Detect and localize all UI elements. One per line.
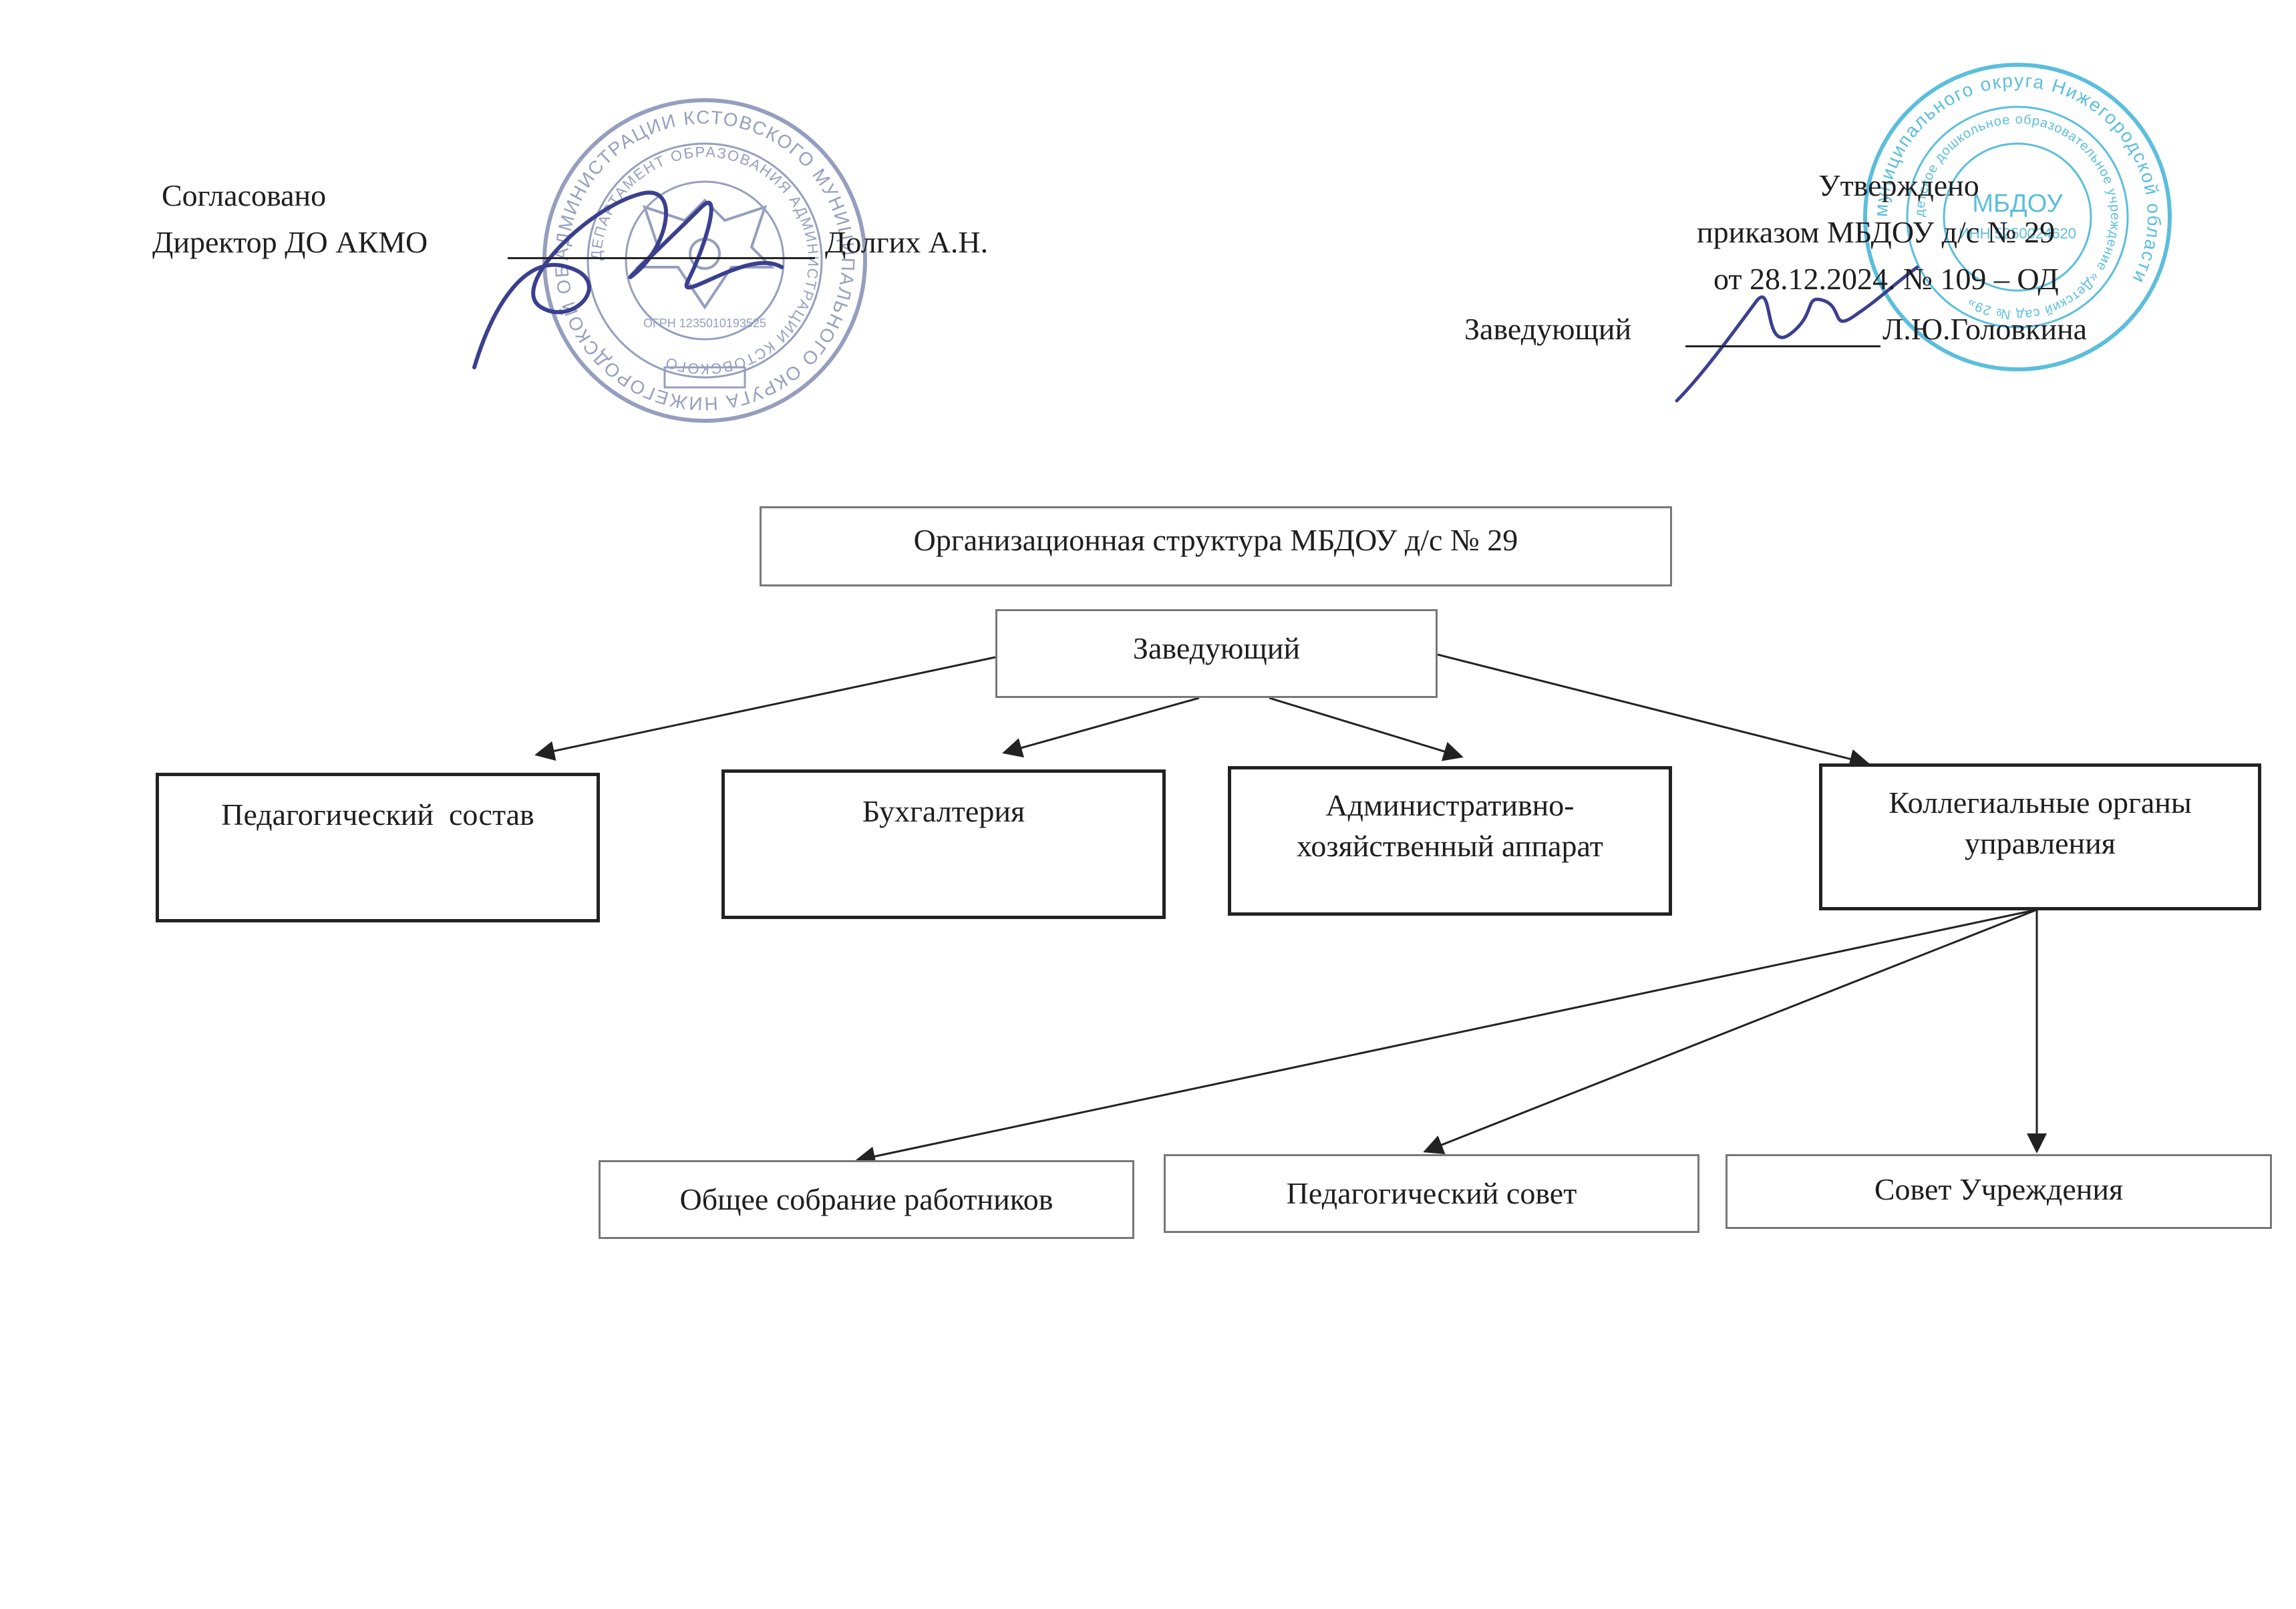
collegial-label: Совет Учреждения (1874, 1172, 2124, 1206)
director-name: Долгих А.Н. (825, 225, 989, 259)
director-signature (472, 190, 784, 369)
unit-box-admin-staff: Административно- хозяйственный аппарат (1228, 766, 1672, 916)
kindergarten-seal: муниципального округа Нижегородской обла… (1863, 63, 2172, 371)
unit-label: Бухгалтерия (862, 794, 1025, 828)
unit-label: Коллегиальные органы управления (1889, 785, 2192, 860)
department-seal: АДМИНИСТРАЦИИ КСТОВСКОГО МУНИЦИПАЛЬНОГО … (531, 87, 867, 423)
arrow-to-general-meeting (855, 908, 2037, 1167)
collegial-box-pedagogical-council: Педагогический совет (1164, 1154, 1699, 1233)
head-signature-line (1685, 345, 1880, 347)
order-line: приказом МБДОУ д/с № 29 (1697, 215, 2056, 249)
chart-title: Организационная структура МБДОУ д/с № 29 (913, 523, 1518, 557)
order-date: от 28.12.2024. № 109 – ОД (1713, 262, 2059, 296)
collegial-box-institution-council: Совет Учреждения (1726, 1154, 2272, 1229)
unit-box-accounting: Бухгалтерия (721, 769, 1166, 919)
chart-title-box: Организационная структура МБДОУ д/с № 29 (760, 506, 1672, 586)
head-name: Л.Ю.Головкина (1882, 312, 2088, 346)
seal-code: ОГРН 1235010193525 (643, 317, 766, 330)
head-label: Заведующий (1464, 312, 1632, 346)
director-label: Директор ДО АКМО (152, 225, 428, 259)
arrow-to-collegial-bodies (1437, 653, 1870, 769)
head-title: Заведующий (1132, 631, 1301, 665)
head-signature (1675, 265, 1919, 403)
unit-label: Административно- хозяйственный аппарат (1297, 788, 1603, 863)
arrow-to-pedagogical-staff (534, 656, 996, 761)
unit-label: Педагогический состав (221, 797, 534, 832)
seal-center-text: МБДОУ (1972, 190, 2063, 218)
arrow-to-pedagogical-council (1423, 908, 2037, 1155)
unit-box-pedagogical-staff: Педагогический состав (156, 773, 600, 922)
agreed-label: Согласовано (162, 178, 327, 212)
collegial-label: Педагогический совет (1286, 1176, 1577, 1210)
seal-inn: ИНН 5250024620 (1959, 225, 2076, 242)
collegial-label: Общее собрание работников (679, 1182, 1053, 1216)
arrow-to-accounting (1002, 697, 1200, 758)
approved-label: Утверждено (1818, 168, 1979, 202)
head-box: Заведующий (995, 609, 1438, 698)
arrow-to-admin-staff (1269, 697, 1464, 761)
director-signature-line (508, 257, 815, 259)
unit-box-collegial-bodies: Коллегиальные органы управления (1819, 763, 2261, 910)
collegial-box-general-meeting: Общее собрание работников (599, 1160, 1134, 1239)
